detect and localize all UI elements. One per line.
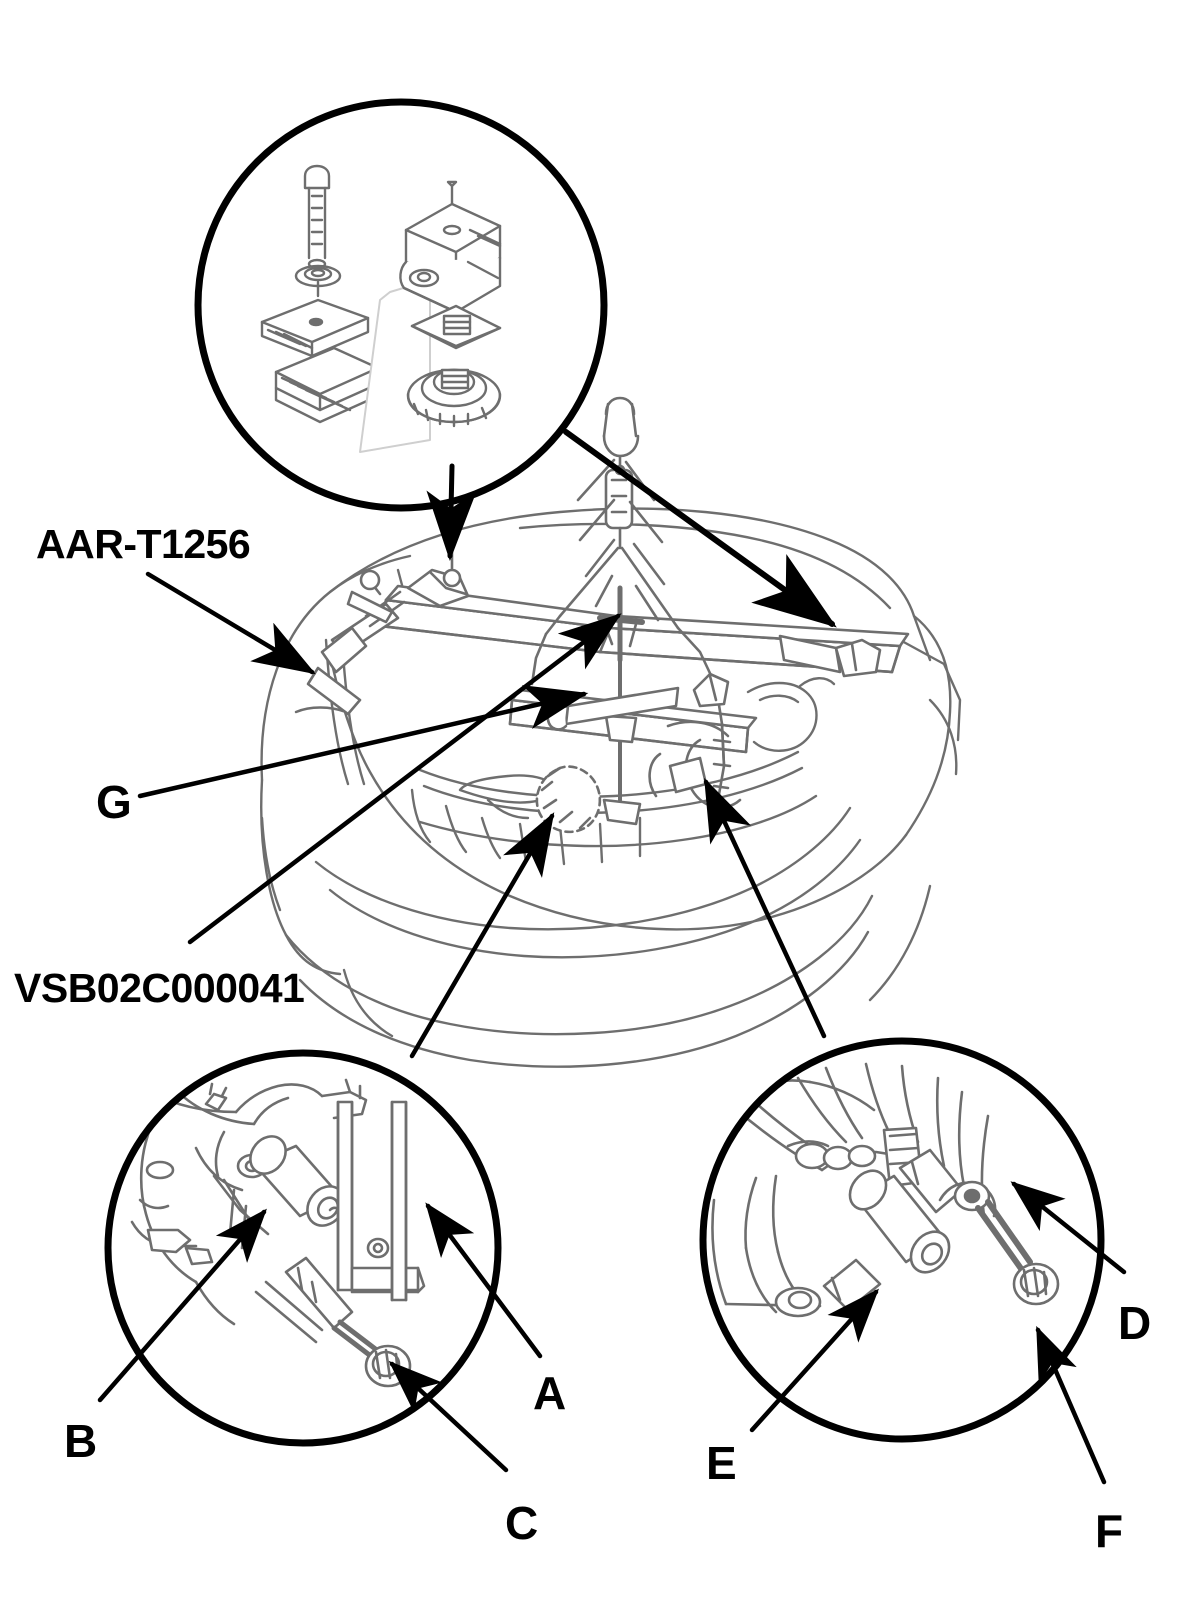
leader-inset-toolkit-to-bar <box>426 463 477 561</box>
inset-circle-toolkit <box>194 98 608 512</box>
callout-label-c: C <box>505 1497 539 1549</box>
figure-code-label: VSB02C000041 <box>14 965 305 1011</box>
leader-tool-number <box>145 571 316 675</box>
callout-label-b: B <box>64 1415 98 1467</box>
leader-inset-toolkit-to-right <box>563 429 837 628</box>
callout-label-g: G <box>96 776 132 828</box>
leader-lines <box>97 429 1127 1485</box>
leader-inset-left-to-body <box>409 812 555 1059</box>
leader-callout-g <box>137 685 589 799</box>
leader-callout-a <box>425 1202 543 1359</box>
main-vehicle-view <box>260 507 962 1068</box>
callout-label-f: F <box>1095 1505 1124 1557</box>
inset-circle-right-mount <box>699 1037 1105 1443</box>
leader-callout-e <box>749 1288 880 1433</box>
leader-callout-d <box>1010 1181 1127 1275</box>
callout-label-d: D <box>1118 1297 1152 1349</box>
leader-callout-b <box>97 1208 267 1403</box>
inset-circle-left-mount <box>104 1049 502 1447</box>
leader-figure-code <box>187 613 622 945</box>
leader-inset-right-to-body <box>703 777 827 1039</box>
callout-label-a: A <box>533 1367 567 1419</box>
tool-number-label: AAR-T1256 <box>36 521 251 567</box>
callout-label-e: E <box>706 1437 737 1489</box>
leader-callout-f <box>1035 1325 1107 1485</box>
leader-callout-c <box>388 1360 509 1473</box>
